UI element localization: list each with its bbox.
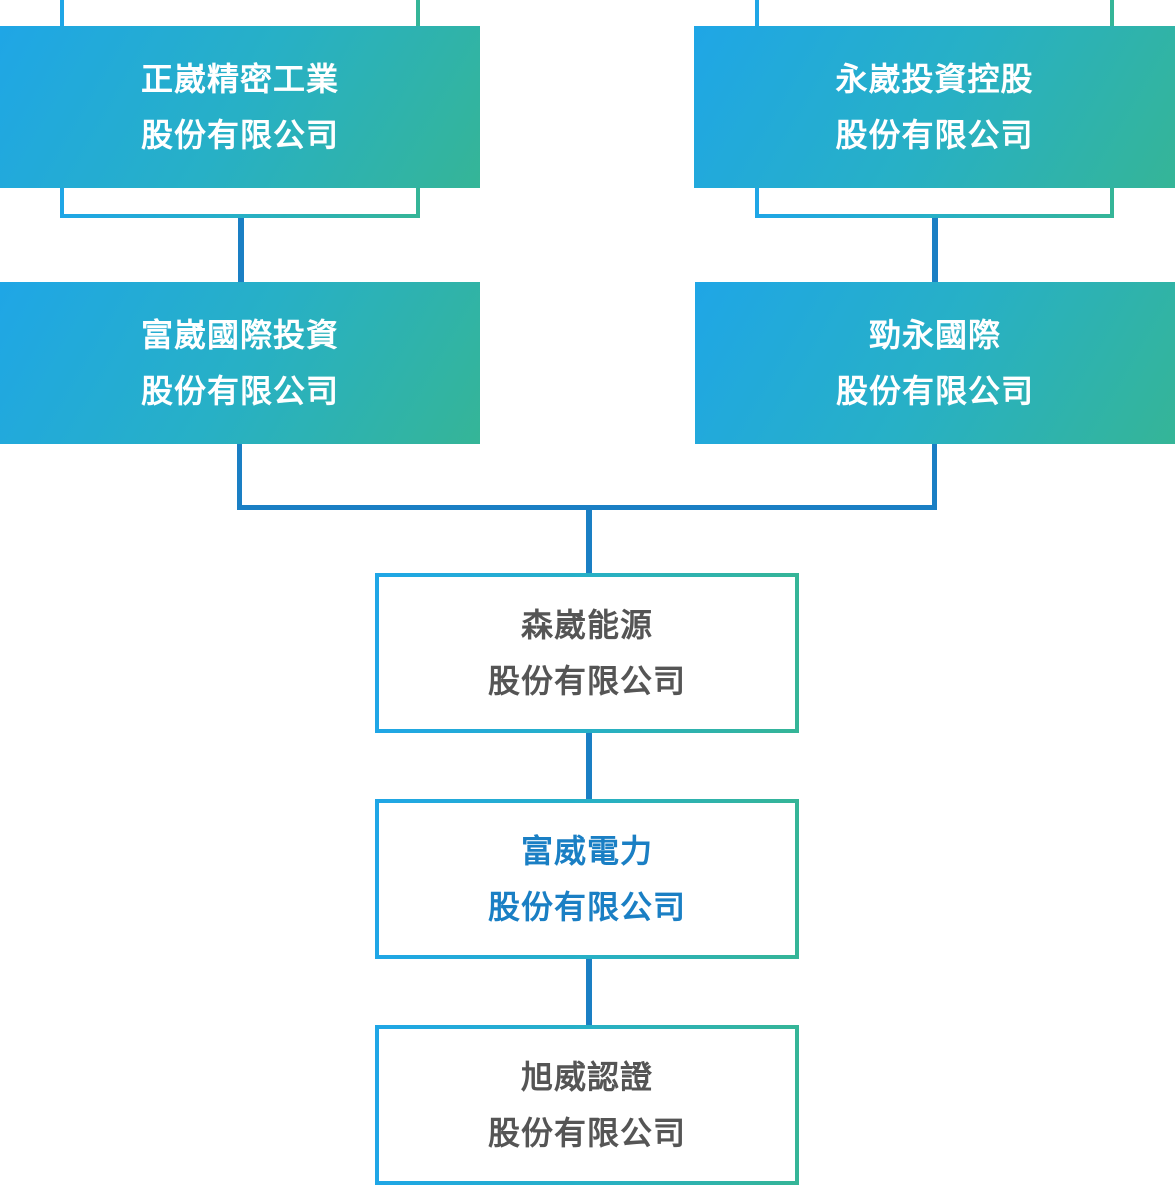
senwei-name: 森崴能源 — [520, 606, 653, 644]
fuwei-invest-suffix: 股份有限公司 — [140, 372, 339, 410]
connector-yongwei-jinyong — [932, 218, 938, 282]
zhengwei-node: 正崴精密工業 股份有限公司 — [0, 26, 480, 188]
yongwei-suffix: 股份有限公司 — [835, 116, 1034, 154]
senwei-suffix: 股份有限公司 — [487, 662, 686, 700]
connector-left-down — [237, 444, 242, 510]
connector-senwei-fuwei-power — [586, 733, 592, 799]
connector-zhengwei-fuwei — [238, 218, 244, 282]
jinyong-node: 勁永國際 股份有限公司 — [695, 282, 1175, 444]
xuwei-name: 旭威認證 — [520, 1058, 653, 1096]
xuwei-node: 旭威認證 股份有限公司 — [375, 1025, 799, 1185]
fuwei-power-node: 富威電力 股份有限公司 — [375, 799, 799, 959]
fuwei-invest-node: 富崴國際投資 股份有限公司 — [0, 282, 480, 444]
yongwei-name: 永崴投資控股 — [835, 60, 1034, 98]
jinyong-suffix: 股份有限公司 — [835, 372, 1034, 410]
connector-fuwei-power-xuwei — [586, 959, 592, 1025]
senwei-node: 森崴能源 股份有限公司 — [375, 573, 799, 733]
zhengwei-suffix: 股份有限公司 — [140, 116, 339, 154]
fuwei-power-suffix: 股份有限公司 — [487, 888, 686, 926]
fuwei-invest-name: 富崴國際投資 — [140, 316, 339, 354]
zhengwei-name: 正崴精密工業 — [140, 60, 339, 98]
yongwei-node: 永崴投資控股 股份有限公司 — [694, 26, 1175, 188]
xuwei-suffix: 股份有限公司 — [487, 1114, 686, 1152]
jinyong-name: 勁永國際 — [868, 316, 1001, 354]
fuwei-power-name: 富威電力 — [520, 832, 653, 870]
connector-right-down — [932, 444, 937, 510]
connector-to-senwei — [586, 505, 592, 573]
